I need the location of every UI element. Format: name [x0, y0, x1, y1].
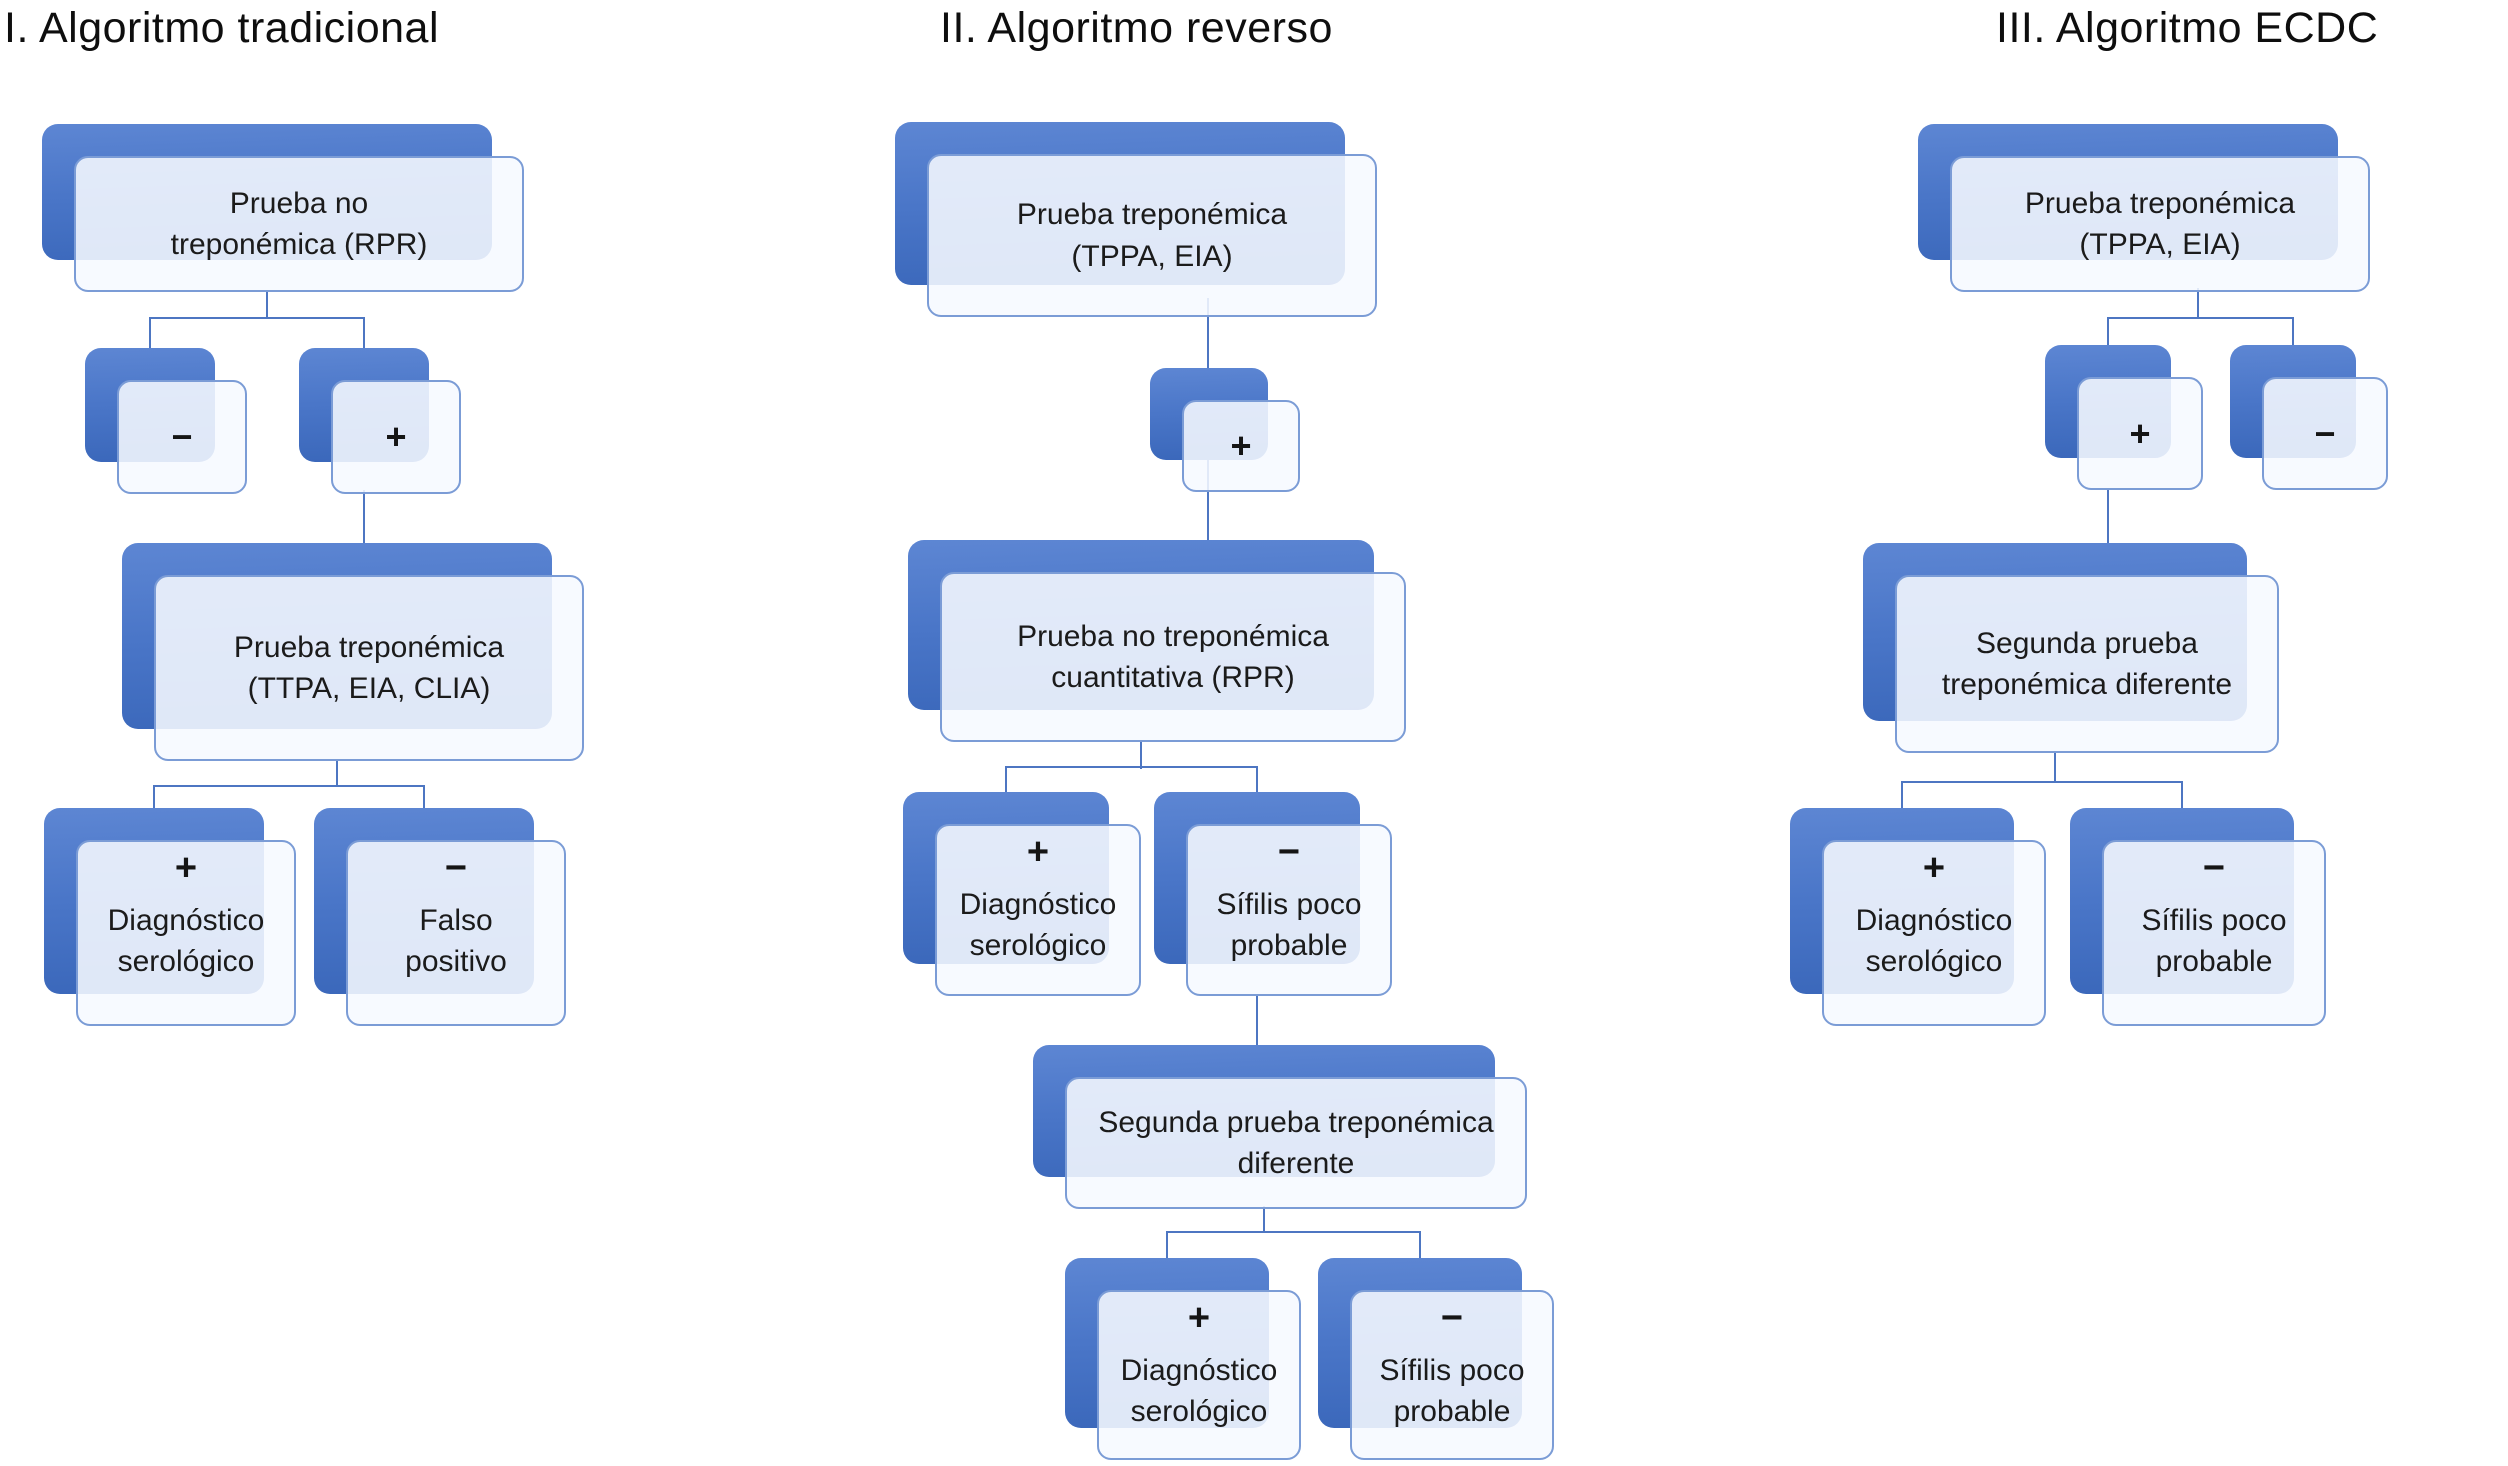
connector	[2107, 317, 2294, 319]
connector	[1166, 1231, 1421, 1233]
node-rev-treponemal-test: Prueba treponémica (TPPA, EIA)	[895, 122, 1377, 317]
node-ecdc-syphilis-unlikely: − Sífilis poco probable	[2070, 808, 2326, 1026]
node-face: Prueba no treponémica cuantitativa (RPR)	[940, 572, 1406, 742]
plus-sign: +	[1922, 847, 1946, 889]
node-rev-serologic-diagnosis: + Diagnóstico serológico	[903, 792, 1141, 996]
connector	[2197, 288, 2199, 319]
node-label: Segunda prueba treponémica diferente	[1098, 1105, 1494, 1180]
plus-sign: +	[1230, 425, 1252, 467]
connector	[363, 490, 365, 545]
connector	[1005, 766, 1007, 795]
node-label: Segunda prueba treponémica diferente	[1941, 626, 2233, 701]
connector	[423, 785, 425, 811]
connector	[1256, 994, 1258, 1047]
node-face: Prueba treponémica (TTPA, EIA, CLIA)	[154, 575, 584, 761]
node-face: + Diagnóstico serológico	[1097, 1290, 1301, 1460]
node-face: +	[1182, 400, 1300, 492]
node-ecdc-negative: −	[2230, 345, 2388, 490]
algorithm-title-traditional: I. Algoritmo tradicional	[4, 4, 440, 52]
connector	[2107, 488, 2109, 545]
node-rev-serologic-diagnosis-2: + Diagnóstico serológico	[1065, 1258, 1301, 1460]
node-rev-second-treponemal-test: Segunda prueba treponémica diferente	[1033, 1045, 1527, 1209]
minus-sign: −	[444, 847, 468, 889]
node-face: − Sífilis poco probable	[1186, 824, 1392, 996]
node-face: − Sífilis poco probable	[2102, 840, 2326, 1026]
node-ecdc-serologic-diagnosis: + Diagnóstico serológico	[1790, 808, 2046, 1026]
node-label: Diagnóstico serológico	[1120, 1353, 1278, 1428]
connector	[1419, 1231, 1421, 1260]
minus-sign: −	[1440, 1297, 1464, 1339]
algorithm-title-ecdc: III. Algoritmo ECDC	[1996, 4, 2379, 52]
node-label: Sífilis poco probable	[1216, 887, 1362, 962]
node-label: Diagnóstico serológico	[107, 903, 265, 978]
node-trad-false-positive: − Falso positivo	[314, 808, 566, 1026]
connector	[1263, 1206, 1265, 1233]
node-face: Prueba treponémica (TPPA, EIA)	[1950, 156, 2370, 292]
node-label: Prueba treponémica (TTPA, EIA, CLIA)	[233, 630, 505, 705]
node-trad-negative: −	[85, 348, 247, 494]
plus-sign: +	[385, 416, 407, 458]
minus-sign: −	[171, 416, 193, 458]
node-rev-syphilis-unlikely-2: − Sífilis poco probable	[1318, 1258, 1554, 1460]
connector	[1140, 740, 1142, 769]
node-face: −	[117, 380, 247, 494]
connector	[153, 785, 155, 811]
connector	[1166, 1231, 1168, 1260]
node-label: Prueba treponémica (TPPA, EIA)	[2024, 186, 2296, 261]
connector	[1901, 781, 2183, 783]
node-face: − Sífilis poco probable	[1350, 1290, 1554, 1460]
node-face: + Diagnóstico serológico	[1822, 840, 2046, 1026]
node-ecdc-positive: +	[2045, 345, 2203, 490]
plus-sign: +	[2129, 412, 2151, 454]
minus-sign: −	[2202, 847, 2226, 889]
connector	[363, 317, 365, 350]
node-face: Segunda prueba treponémica diferente	[1065, 1077, 1527, 1209]
connector	[149, 317, 365, 319]
node-label: Falso positivo	[405, 903, 507, 978]
node-face: Segunda prueba treponémica diferente	[1895, 575, 2279, 753]
minus-sign: −	[2314, 412, 2336, 454]
node-ecdc-second-treponemal-test: Segunda prueba treponémica diferente	[1863, 543, 2279, 753]
connector	[2181, 781, 2183, 810]
algorithm-title-reverse: II. Algoritmo reverso	[940, 4, 1333, 52]
node-trad-positive: +	[299, 348, 461, 494]
node-trad-treponemal-test: Prueba treponémica (TTPA, EIA, CLIA)	[122, 543, 584, 761]
connector	[2107, 317, 2109, 348]
node-label: Prueba treponémica (TPPA, EIA)	[1016, 198, 1288, 273]
node-face: + Diagnóstico serológico	[935, 824, 1141, 996]
node-rev-syphilis-unlikely: − Sífilis poco probable	[1154, 792, 1392, 996]
node-label: Diagnóstico serológico	[959, 887, 1117, 962]
connector	[1901, 781, 1903, 810]
connector	[336, 759, 338, 787]
node-label: Diagnóstico serológico	[1855, 903, 2013, 978]
node-face: −	[2262, 377, 2388, 490]
node-face: Prueba no treponémica (RPR)	[74, 156, 524, 292]
node-label: Sífilis poco probable	[2141, 903, 2287, 978]
node-trad-nontreponemal-test: Prueba no treponémica (RPR)	[42, 124, 524, 292]
node-rev-positive: +	[1150, 368, 1300, 492]
node-face: + Diagnóstico serológico	[76, 840, 296, 1026]
connector	[1256, 766, 1258, 795]
node-trad-serologic-diagnosis: + Diagnóstico serológico	[44, 808, 296, 1026]
node-face: − Falso positivo	[346, 840, 566, 1026]
plus-sign: +	[174, 847, 198, 889]
connector	[266, 292, 268, 319]
node-label: Sífilis poco probable	[1379, 1353, 1525, 1428]
connector	[2292, 317, 2294, 348]
node-face: +	[331, 380, 461, 494]
minus-sign: −	[1277, 831, 1301, 873]
node-face: Prueba treponémica (TPPA, EIA)	[927, 154, 1377, 317]
node-label: Prueba no treponémica (RPR)	[170, 186, 428, 261]
connector	[153, 785, 425, 787]
connector	[2054, 751, 2056, 783]
node-label: Prueba no treponémica cuantitativa (RPR)	[1017, 619, 1329, 694]
node-ecdc-treponemal-test: Prueba treponémica (TPPA, EIA)	[1918, 124, 2370, 292]
node-face: +	[2077, 377, 2203, 490]
node-rev-nontreponemal-test: Prueba no treponémica cuantitativa (RPR)	[908, 540, 1406, 742]
plus-sign: +	[1187, 1297, 1211, 1339]
plus-sign: +	[1026, 831, 1050, 873]
connector	[1005, 766, 1258, 768]
connector	[149, 317, 151, 350]
